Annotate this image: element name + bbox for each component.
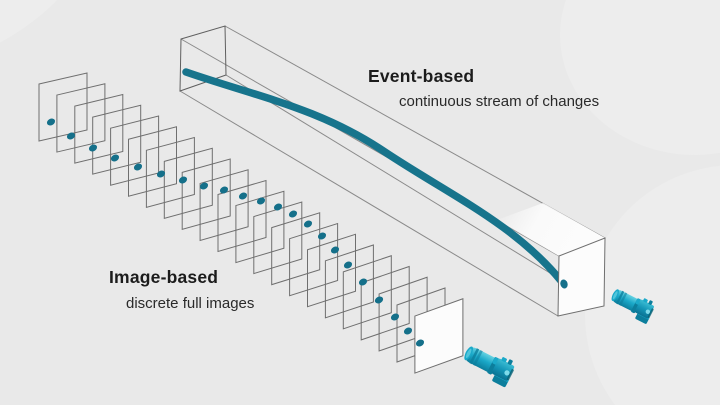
box-front-face (179, 25, 227, 92)
image-based-subtitle: discrete full images (126, 295, 255, 312)
image-frame-stack (38, 72, 464, 374)
frame-dot (273, 203, 283, 211)
image-frame (145, 136, 195, 208)
image-frame (74, 93, 124, 164)
image-frame (163, 147, 213, 220)
image-frame (199, 169, 249, 242)
frame-dot (343, 261, 353, 269)
box-edge-line (225, 74, 605, 307)
event-camera-icon (611, 289, 654, 324)
frame-dot (374, 296, 384, 304)
image-frame (307, 233, 356, 308)
frame-dot (88, 144, 98, 152)
image-frame (342, 255, 392, 330)
frame-dot (317, 232, 327, 240)
image-frame (128, 126, 177, 197)
event-based-title: Event-based (368, 66, 475, 86)
frame-dot (303, 220, 313, 228)
image-based-title: Image-based (109, 267, 219, 287)
frame-dot (219, 186, 229, 194)
image-frame (271, 212, 321, 286)
event-based-subtitle: continuous stream of changes (399, 93, 600, 110)
frame-dot (133, 163, 143, 171)
background-glow-ellipse (560, 0, 720, 155)
frame-dot (178, 176, 188, 184)
frame-dot (110, 154, 120, 162)
image-frame (181, 158, 231, 231)
image-frame (110, 115, 160, 186)
event-stream-curve (182, 68, 566, 286)
image-frame-last (414, 298, 464, 374)
image-frame (360, 265, 410, 341)
frame-camera-icon (464, 346, 515, 388)
image-frame (253, 201, 303, 275)
frame-dot (288, 210, 298, 218)
image-frame (56, 83, 106, 153)
frame-dot (330, 246, 340, 254)
event-end-dot (560, 279, 568, 289)
image-frame (289, 222, 339, 297)
frame-dot (238, 192, 248, 200)
frame-dot (415, 339, 425, 347)
image-frame (92, 104, 142, 175)
frame-dot (403, 327, 413, 335)
frame-dot (46, 118, 56, 126)
box-end-face (557, 237, 606, 317)
box-top-face (497, 203, 605, 256)
frame-dot (199, 182, 209, 190)
image-frame (324, 244, 374, 319)
image-frame (38, 72, 88, 142)
background-glow-ellipse (585, 165, 720, 405)
box-edge-line (224, 25, 606, 239)
frame-dot (156, 170, 166, 178)
camera-icons (464, 289, 654, 388)
image-frame (235, 190, 285, 264)
box-edge-line (179, 90, 559, 317)
event-stream-box (179, 25, 606, 317)
frame-dot (256, 197, 266, 205)
frame-dot (390, 313, 400, 321)
image-frame (217, 179, 267, 253)
background-glow-ellipse (0, 0, 78, 57)
frame-dot (358, 278, 368, 286)
frame-dot (66, 132, 76, 140)
